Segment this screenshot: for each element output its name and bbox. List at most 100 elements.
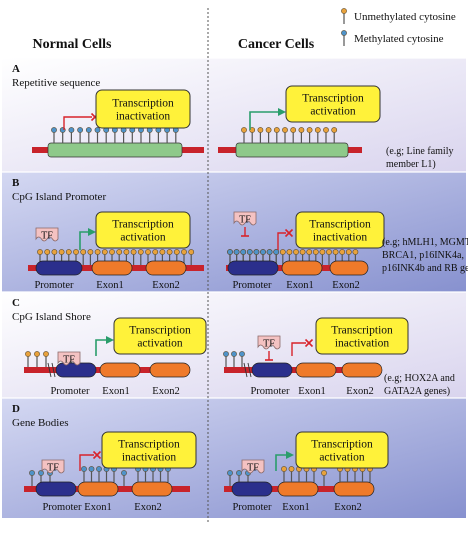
unmethylated-cytosine-icon — [25, 351, 31, 367]
state-box-label: Transcription — [311, 439, 373, 451]
cytosine-head — [37, 249, 43, 255]
methylated-cytosine-icon — [172, 127, 179, 143]
methylated-cytosine-icon — [223, 351, 229, 367]
cytosine-head — [265, 127, 272, 133]
unmethylated-cytosine-icon — [34, 351, 40, 367]
panel-a-content: TranscriptioninactivationTranscriptionac… — [32, 85, 453, 170]
tf-label: TF — [239, 215, 251, 226]
exon2-label: Exon2 — [334, 502, 361, 513]
promoter-block — [35, 481, 77, 497]
unmethylated-cytosine-icon — [43, 351, 49, 367]
transcription-factor-icon: TF — [57, 351, 81, 366]
example-genes-line: GATA2A genes) — [384, 386, 450, 397]
cytosine-head — [319, 249, 326, 255]
unmethylated-cytosine-icon — [314, 127, 321, 143]
example-genes-line: (e.g; hMLH1, MGMT, — [382, 237, 468, 248]
unmethylated-cytosine-icon — [321, 470, 327, 486]
cytosine-head — [341, 30, 347, 36]
arrow-path — [95, 336, 114, 356]
transcription-arrow-active — [95, 336, 114, 356]
panel-title: CpG Island Promoter — [12, 191, 106, 203]
cytosine-head — [81, 466, 87, 472]
cytosine-head — [331, 127, 338, 133]
unmethylated-cytosine-icon — [130, 249, 137, 265]
methylated-cytosine-icon — [77, 127, 83, 143]
tf-shape — [41, 459, 65, 474]
example-genes-line: (e.g; HOX2A and — [384, 373, 455, 384]
cytosine-head — [25, 351, 31, 357]
cytosine-head — [298, 127, 305, 133]
cytosine-head — [123, 249, 130, 255]
methylated-cytosine-icon — [112, 127, 118, 143]
cytosine-head — [312, 249, 319, 255]
promoter-label: Promoter — [232, 280, 272, 291]
cytosine-head — [38, 470, 44, 476]
transcription-factor-icon: TF — [257, 335, 281, 361]
cytosine-head — [290, 127, 297, 133]
state-box-label: inactivation — [335, 338, 390, 350]
exon1-block — [91, 260, 133, 276]
promoter-block — [231, 481, 273, 497]
cytosine-head — [257, 127, 264, 133]
unmethylated-cytosine-icon — [282, 127, 288, 143]
cytosine-head — [85, 127, 92, 133]
example-genes-line: BRCA1, p16INK4a, — [382, 250, 464, 261]
exon1-label: Exon1 — [96, 280, 123, 291]
state-box-frame — [113, 317, 207, 355]
methylated-cytosine-icon — [146, 127, 153, 143]
transcription-factor-icon: TF — [35, 227, 59, 242]
cytosine-head — [227, 470, 233, 476]
cytosine-head — [323, 127, 329, 133]
cytosine-head — [231, 351, 237, 357]
panel-letter: B — [12, 177, 20, 189]
exon1-label: Exon1 — [84, 502, 111, 513]
methylated-cytosine-icon — [85, 127, 92, 143]
cytosine-head — [29, 470, 35, 476]
exon2-label: Exon2 — [134, 502, 161, 513]
exon1-block — [281, 260, 323, 276]
unmethylated-cytosine-icon — [281, 466, 287, 482]
dna-break-mark — [247, 362, 252, 378]
state-box-label: Transcription — [331, 325, 393, 337]
unmethylated-cytosine-icon — [265, 127, 272, 143]
tf-label: TF — [41, 231, 53, 242]
arrow-path — [63, 116, 92, 130]
arrow-path — [249, 108, 286, 130]
cytosine-head — [137, 249, 144, 255]
cytosine-head — [58, 249, 65, 255]
cytosine-head — [339, 249, 346, 255]
cytosine-head — [273, 249, 280, 255]
cytosine-head — [94, 249, 101, 255]
panel-title: Repetitive sequence — [12, 77, 100, 89]
tf-label: TF — [47, 463, 59, 474]
unmethylated-cytosine-icon — [145, 249, 151, 265]
state-box-frame — [101, 431, 197, 469]
state-box-label: activation — [310, 106, 356, 118]
example-genes-line: (e.g; Line family — [386, 146, 453, 157]
state-box-label: activation — [137, 338, 183, 350]
unmethylated-cytosine-icon — [290, 127, 297, 143]
tf-shape — [57, 351, 81, 366]
exon1-block — [295, 362, 337, 378]
panel-title: Gene Bodies — [12, 417, 69, 429]
cytosine-head — [293, 249, 299, 255]
example-genes-line: member L1) — [386, 159, 436, 170]
cytosine-head — [130, 249, 137, 255]
cytosine-head — [282, 127, 288, 133]
exon1-block — [77, 481, 119, 497]
cytosine-head — [345, 249, 352, 255]
cytosine-head — [94, 127, 101, 133]
unmethylated-cytosine-icon — [241, 127, 247, 143]
state-box-label: Transcription — [302, 93, 364, 105]
cytosine-head — [80, 249, 87, 255]
